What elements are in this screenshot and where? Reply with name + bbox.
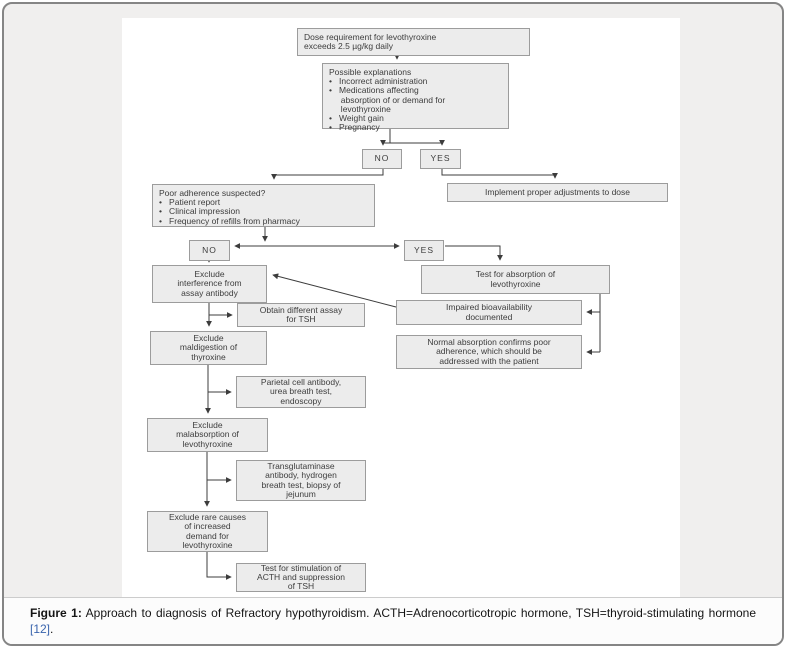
figure-frame: Dose requirement for levothyroxine excee… — [2, 2, 784, 646]
node-test-absorption: Test for absorption of levothyroxine — [421, 265, 610, 294]
node-implement-adjustments: Implement proper adjustments to dose — [447, 183, 668, 202]
caption-label: Figure 1: — [30, 606, 82, 620]
node-dose-requirement: Dose requirement for levothyroxine excee… — [297, 28, 530, 56]
node-transglutaminase-tests: Transglutaminase antibody, hydrogen brea… — [236, 460, 366, 501]
caption-period: . — [50, 622, 54, 636]
citation-link[interactable]: [12] — [30, 622, 51, 636]
caption-text: Approach to diagnosis of Refractory hypo… — [85, 606, 757, 620]
node-obtain-assay: Obtain different assay for TSH — [237, 303, 365, 327]
node-impaired-bioavailability: Impaired bioavailability documented — [396, 300, 582, 325]
node-exclude-rare-causes: Exclude rare causes of increased demand … — [147, 511, 268, 552]
flowchart-image: Dose requirement for levothyroxine excee… — [122, 18, 680, 597]
node-exclude-maldigestion: Exclude maldigestion of thyroxine — [150, 331, 267, 365]
node-no-2: NO — [189, 240, 230, 261]
node-yes-2: YES — [404, 240, 444, 261]
node-possible-explanations: Possible explanations • Incorrect admini… — [322, 63, 509, 132]
node-no-1: NO — [362, 149, 402, 169]
node-parietal-tests: Parietal cell antibody, urea breath test… — [236, 376, 366, 408]
figure-caption: Figure 1: Approach to diagnosis of Refra… — [4, 597, 782, 644]
caption-line-1: Figure 1: Approach to diagnosis of Refra… — [30, 605, 756, 621]
node-yes-1: YES — [420, 149, 461, 169]
node-test-stimulation: Test for stimulation of ACTH and suppres… — [236, 563, 366, 592]
node-exclude-malabsorption: Exclude malabsorption of levothyroxine — [147, 418, 268, 452]
node-exclude-interference: Exclude interference from assay antibody — [152, 265, 267, 303]
flow-connectors — [204, 53, 601, 580]
node-poor-adherence: Poor adherence suspected? • Patient repo… — [152, 184, 375, 227]
node-normal-absorption: Normal absorption confirms poor adherenc… — [396, 335, 582, 369]
